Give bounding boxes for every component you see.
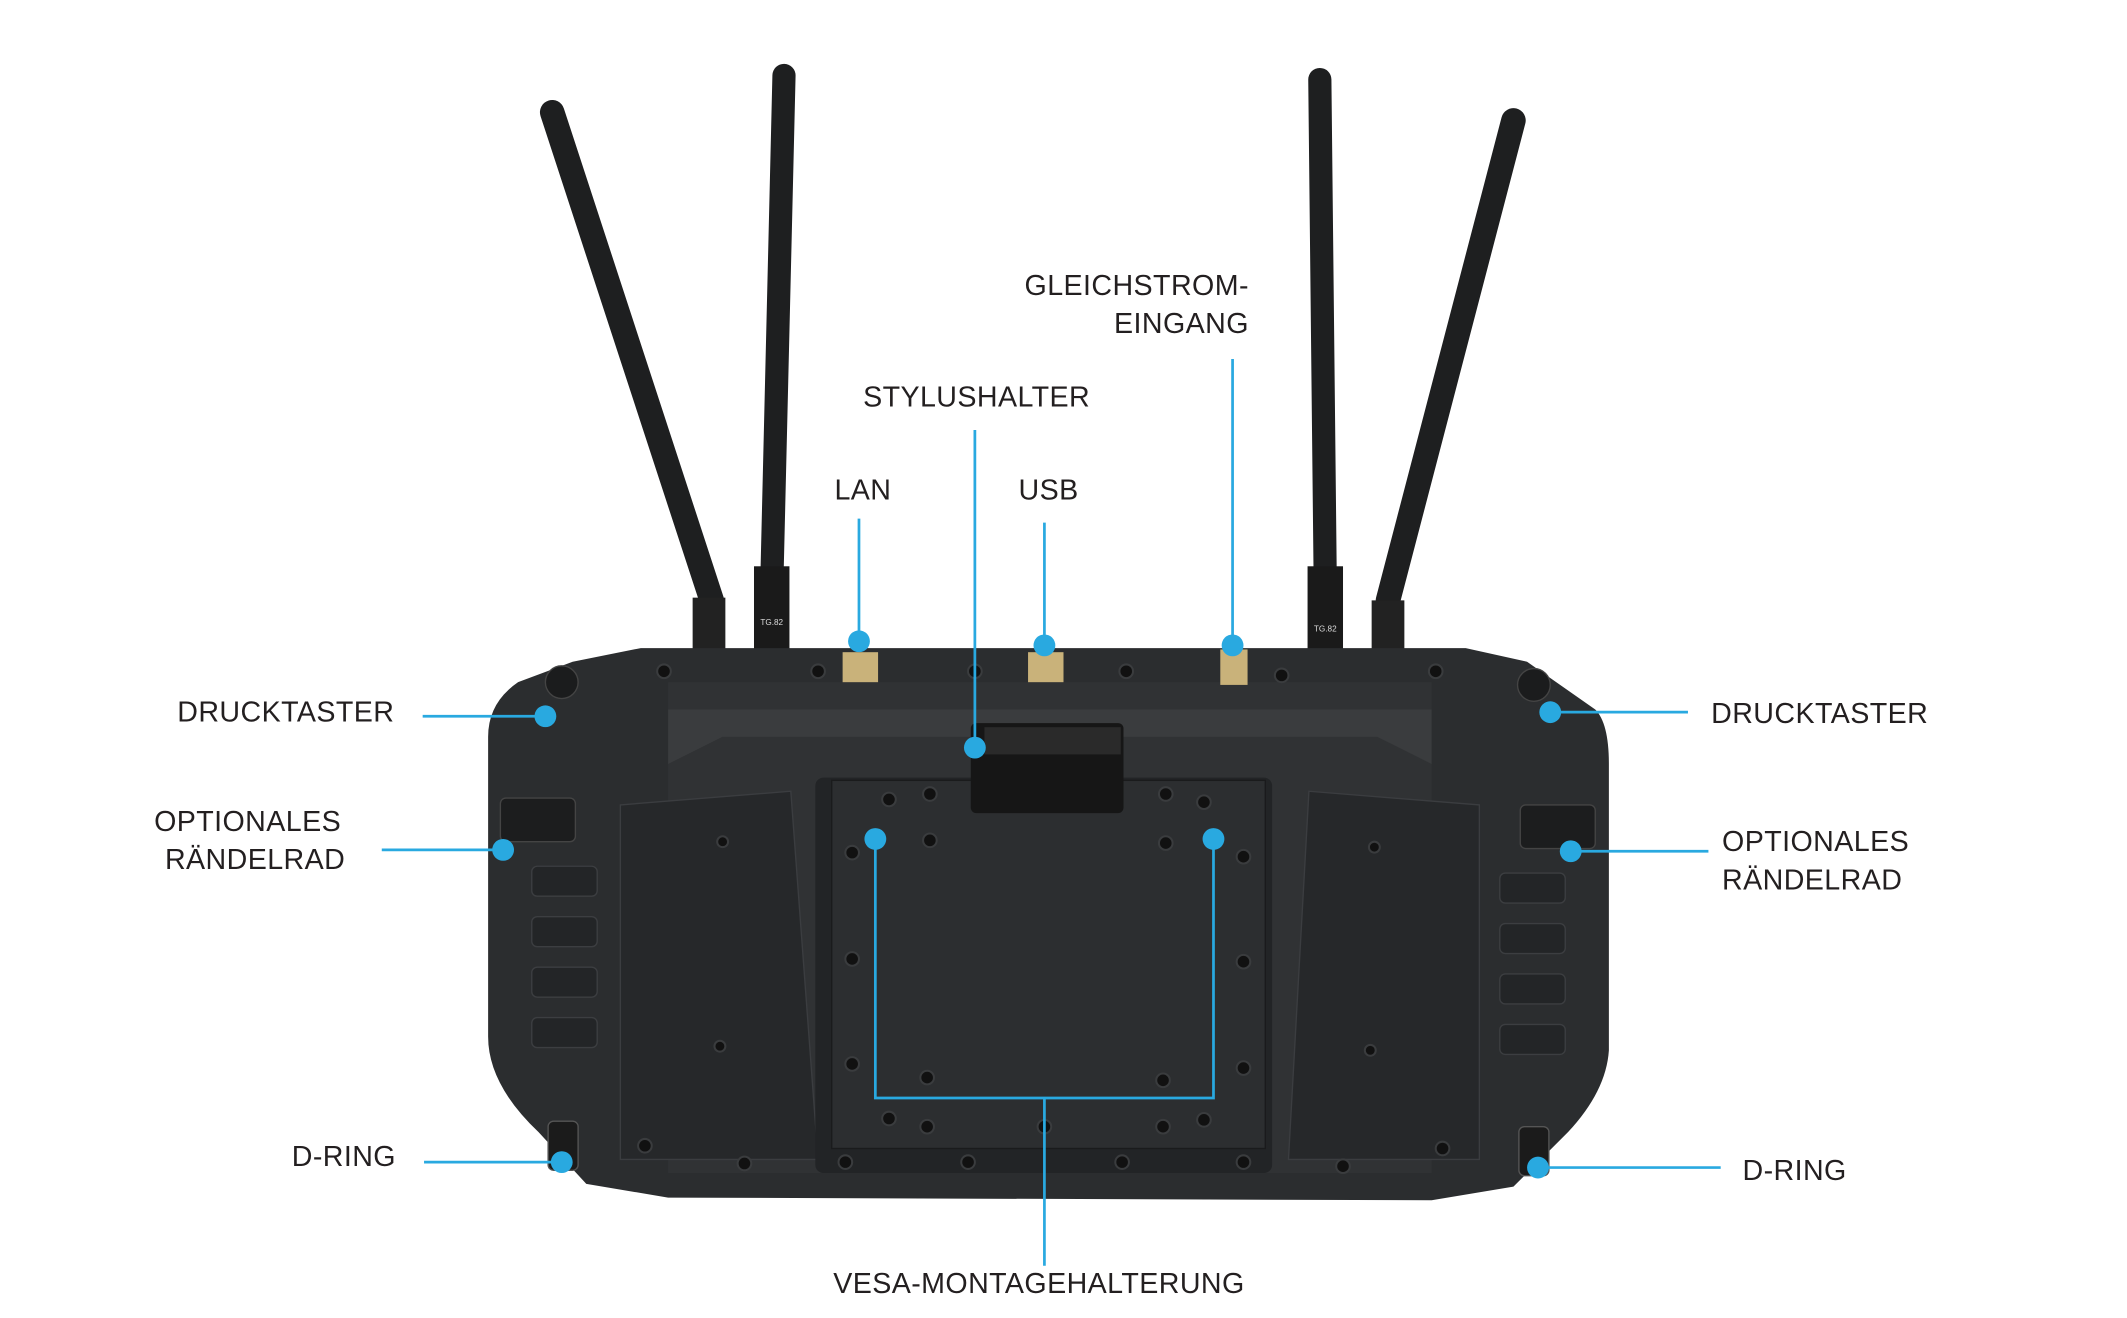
label-dc-input-2: EINGANG — [1114, 308, 1249, 340]
screws — [637, 663, 1451, 1175]
antenna-marking: TG.82 — [760, 618, 783, 627]
label-dc-input-1: GLEICHSTROM- — [1025, 270, 1249, 302]
label-lan: LAN — [834, 474, 891, 506]
antenna-right-inner — [1308, 67, 1337, 599]
antenna-marking: TG.82 — [1314, 625, 1337, 634]
callout-dot — [1559, 840, 1582, 863]
callout-dot — [963, 736, 986, 759]
callout-dot — [1527, 1156, 1549, 1179]
callout-dot — [1221, 634, 1244, 657]
callouts — [381, 359, 1721, 1266]
callout-dot — [848, 630, 870, 653]
callout-dot — [550, 1151, 573, 1174]
push-button-right — [1516, 667, 1551, 702]
callout-dot — [1202, 828, 1225, 850]
labels: DRUCKTASTER DRUCKTASTER OPTIONALES RÄNDE… — [154, 270, 1928, 1300]
label-d-ring-left: D-RING — [292, 1141, 396, 1173]
antenna-left-inner — [760, 63, 796, 599]
lan-port — [842, 652, 879, 683]
label-push-button-right: DRUCKTASTER — [1711, 698, 1928, 730]
callout-dot — [492, 838, 515, 861]
label-vesa-mount: VESA-MONTAGEHALTERUNG — [833, 1268, 1245, 1300]
thumbwheel-left — [499, 797, 577, 843]
callout-dot — [864, 828, 887, 850]
antenna-left-outer — [539, 99, 724, 613]
usb-port — [1028, 652, 1064, 683]
label-usb: USB — [1019, 474, 1079, 506]
callout-dot — [534, 705, 557, 728]
label-push-button-left: DRUCKTASTER — [177, 697, 394, 729]
callout-dot — [1033, 634, 1056, 657]
push-button-left — [544, 665, 579, 700]
label-d-ring-right: D-RING — [1743, 1155, 1847, 1187]
thumbwheel-right — [1519, 804, 1596, 850]
label-thumbwheel-right-2: RÄNDELRAD — [1722, 864, 1902, 896]
tablet-body — [488, 648, 1609, 1201]
antennas: TG.82 TG.82 — [539, 63, 1526, 683]
label-thumbwheel-left-1: OPTIONALES — [154, 806, 341, 838]
label-thumbwheel-left-2: RÄNDELRAD — [165, 844, 345, 876]
label-thumbwheel-right-1: OPTIONALES — [1722, 826, 1909, 858]
callout-dot — [1539, 701, 1562, 724]
antenna-right-outer — [1375, 108, 1526, 613]
label-stylus-holder: STYLUSHALTER — [863, 382, 1090, 414]
